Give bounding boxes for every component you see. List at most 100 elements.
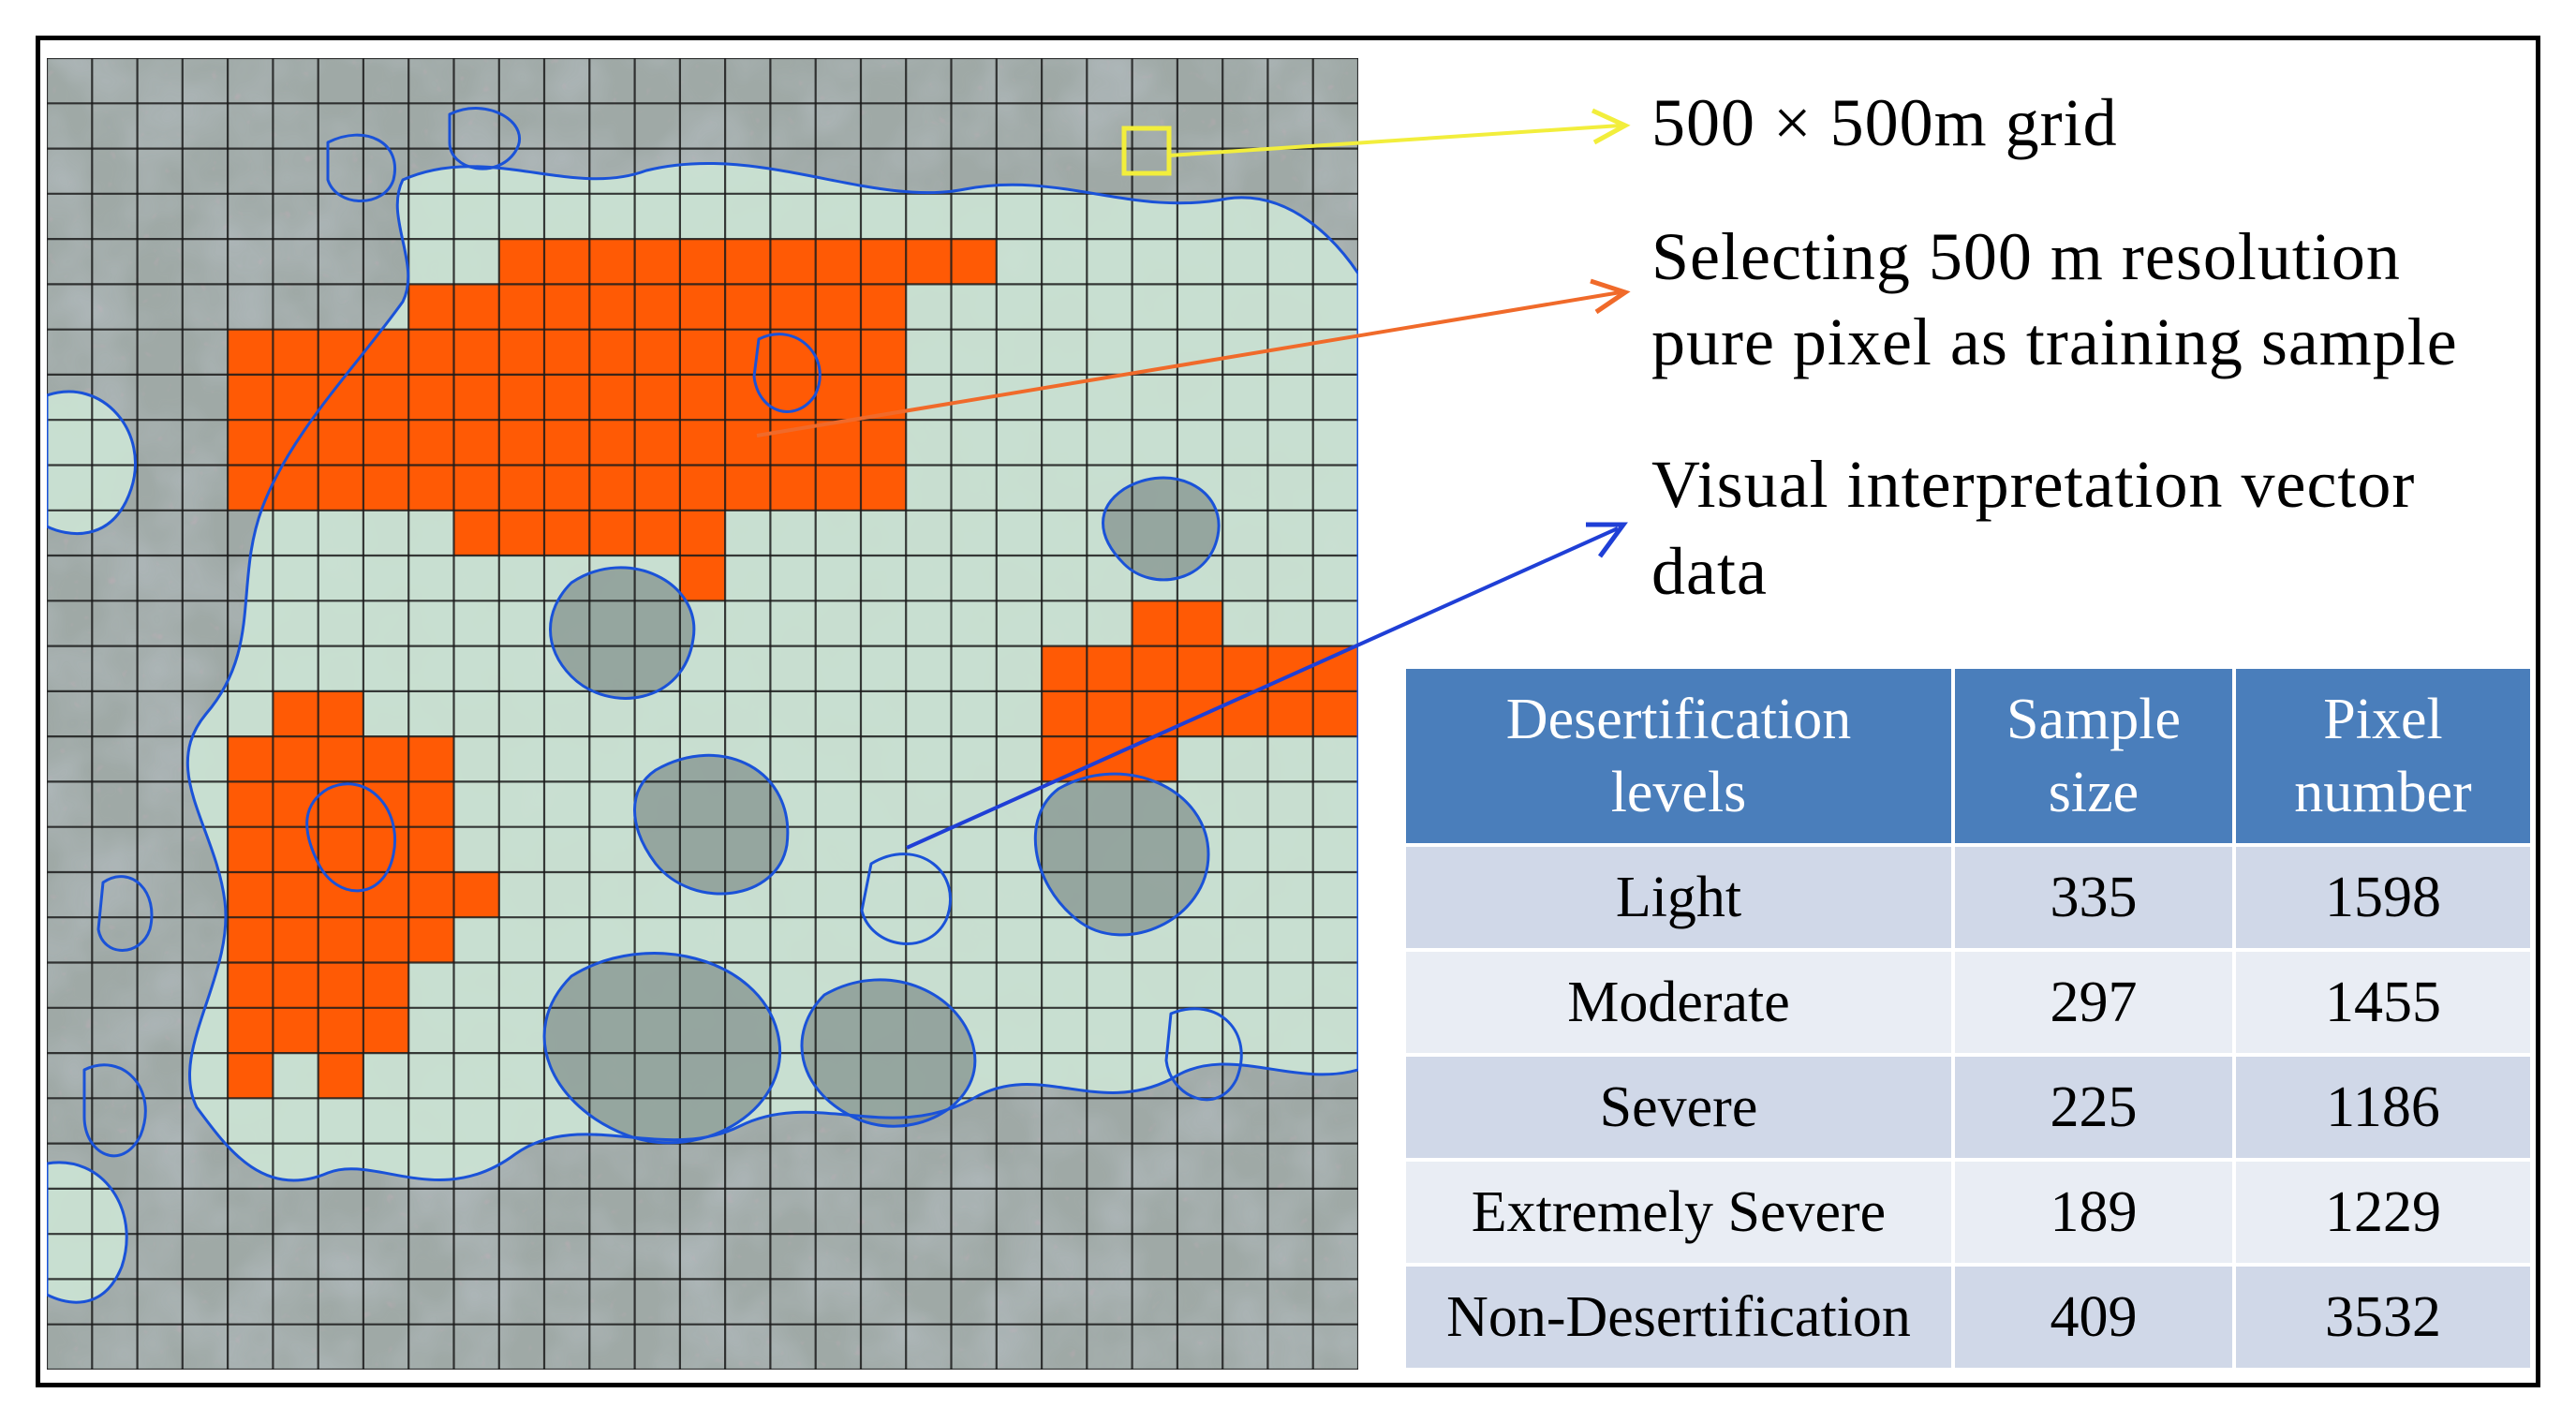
training-cell [589,284,635,330]
training-cell [951,239,997,285]
cell-pixel-number: 1598 [2236,847,2530,948]
training-cell [1267,690,1313,737]
training-cell [589,329,635,375]
training-cell [770,465,816,511]
training-cell [453,465,499,511]
training-cell [544,239,590,285]
training-cell [1132,645,1177,691]
training-cell [363,962,409,1008]
cell-pixel-number: 1455 [2236,952,2530,1053]
training-cell [815,420,861,466]
training-cell [1177,690,1223,737]
training-cell [498,374,545,421]
training-cell [679,510,726,556]
training-cell [408,872,454,918]
training-cell [228,1053,274,1099]
training-cell [815,374,861,421]
training-cell [1042,690,1088,737]
training-cell [408,917,454,963]
training-cell [498,284,545,330]
training-cell [408,420,454,466]
training-cell [273,917,318,963]
training-cell [363,465,409,511]
training-cell [861,465,907,511]
training-cell [498,465,545,511]
cell-sample-size: 409 [1955,1267,2232,1368]
dark-patch [634,755,788,895]
training-cell [273,872,318,918]
training-cell [453,374,499,421]
training-cell [544,510,590,556]
training-cell [544,465,590,511]
training-cell [228,1007,274,1054]
vector-outline [326,133,396,202]
cell-sample-size: 189 [1955,1162,2232,1263]
vector-outline [800,978,977,1128]
training-cell [1132,600,1177,646]
cell-pixel-number: 3532 [2236,1267,2530,1368]
training-cell [1042,645,1088,691]
header-line: size [2048,761,2139,824]
training-cell [1042,736,1088,782]
training-cell [725,465,771,511]
training-cell [408,781,454,827]
training-cell [634,239,680,285]
training-cell [363,872,409,918]
training-cell [861,239,907,285]
header-line: Pixel [2323,688,2443,751]
training-cell [318,736,363,782]
training-cell [1267,645,1313,691]
cell-level: Severe [1406,1057,1951,1158]
training-cell [634,284,680,330]
training-cell [408,329,454,375]
training-cell [363,736,409,782]
training-cell [634,420,680,466]
training-cell [861,284,907,330]
training-label-line1: Selecting 500 m resolution [1651,219,2401,294]
training-cell [770,420,816,466]
training-cell [318,1007,363,1054]
training-cell [228,826,274,872]
cell-sample-size: 297 [1955,952,2232,1053]
training-cell [1087,690,1133,737]
training-cell [273,826,318,872]
training-cell [318,826,363,872]
training-cell [318,690,363,737]
header-line: Sample [2006,688,2181,751]
table-row: Extremely Severe 189 1229 [1406,1162,2530,1263]
training-cell [725,374,771,421]
training-cell [273,329,318,375]
training-cell [634,465,680,511]
training-cell [679,374,726,421]
vector-outlines [47,107,1358,1304]
cell-pixel-number: 1186 [2236,1057,2530,1158]
training-cell [498,510,545,556]
training-cell [679,556,726,601]
training-cell [318,465,363,511]
training-cell [228,329,274,375]
training-cell [589,510,635,556]
cell-level: Moderate [1406,952,1951,1053]
vector-label-line1: Visual interpretation vector [1651,447,2416,522]
training-cell [498,239,545,285]
training-cell [318,781,363,827]
training-cell [589,239,635,285]
training-cell [861,329,907,375]
vector-outline [1164,1007,1243,1102]
training-cell [1222,690,1268,737]
vector-outline [47,390,137,535]
cell-level: Extremely Severe [1406,1162,1951,1263]
training-cell [273,1007,318,1054]
training-cell [228,736,274,782]
training-cell [1132,690,1177,737]
training-cell [815,329,861,375]
training-cell [498,329,545,375]
vector-outline [549,566,696,700]
training-cell [318,872,363,918]
header-line: number [2294,761,2472,824]
training-cell [228,872,274,918]
training-cell [273,690,318,737]
training-cell [544,374,590,421]
training-cell [228,917,274,963]
training-cell [363,826,409,872]
